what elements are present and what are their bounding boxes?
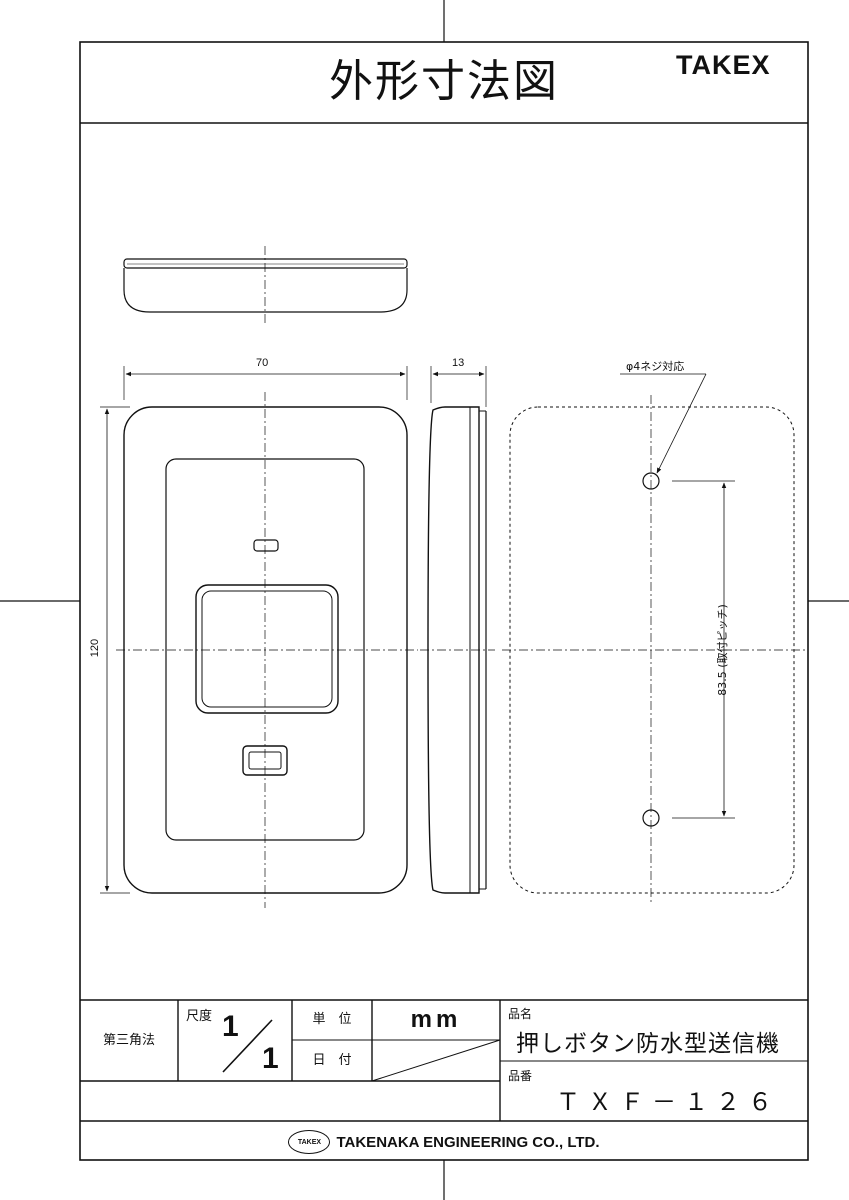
- projection-method: 第三角法: [102, 1033, 155, 1048]
- top-view: [123, 246, 408, 325]
- company-logo: TAKEX: [288, 1130, 331, 1154]
- unit-label: 単 位: [312, 1012, 352, 1027]
- scale-numerator: 1: [222, 1010, 239, 1043]
- side-view: [420, 366, 495, 894]
- scale-denominator: 1: [262, 1042, 279, 1075]
- product-name: 押しボタン防水型送信機: [516, 1031, 780, 1057]
- brand-logo: TAKEX: [676, 50, 771, 80]
- screw-note: φ4ネジ対応: [626, 360, 685, 373]
- unit-value: mm: [410, 1006, 462, 1033]
- product-code-label: 品番: [508, 1069, 533, 1083]
- dim-depth-label: 13: [452, 357, 465, 369]
- dim-height-label: 120: [89, 638, 101, 658]
- company-name: TAKENAKA ENGINEERING CO., LTD.: [336, 1133, 600, 1151]
- date-label: 日 付: [312, 1053, 352, 1068]
- page-title: 外形寸法図: [329, 56, 559, 107]
- dim-width-label: 70: [256, 357, 269, 369]
- company-footer: TAKEX TAKENAKA ENGINEERING CO., LTD.: [80, 1124, 808, 1160]
- front-view: [100, 366, 418, 908]
- title-block-grid: [80, 999, 808, 1122]
- dim-pitch-label: 83.5 (取付ピッチ): [716, 604, 729, 696]
- product-name-label: 品名: [508, 1007, 533, 1021]
- scale-label: 尺度: [186, 1009, 213, 1024]
- sheet-frame: [79, 41, 809, 1161]
- rear-view: [502, 373, 805, 905]
- product-code: ＴＸＦ－１２６: [556, 1088, 780, 1116]
